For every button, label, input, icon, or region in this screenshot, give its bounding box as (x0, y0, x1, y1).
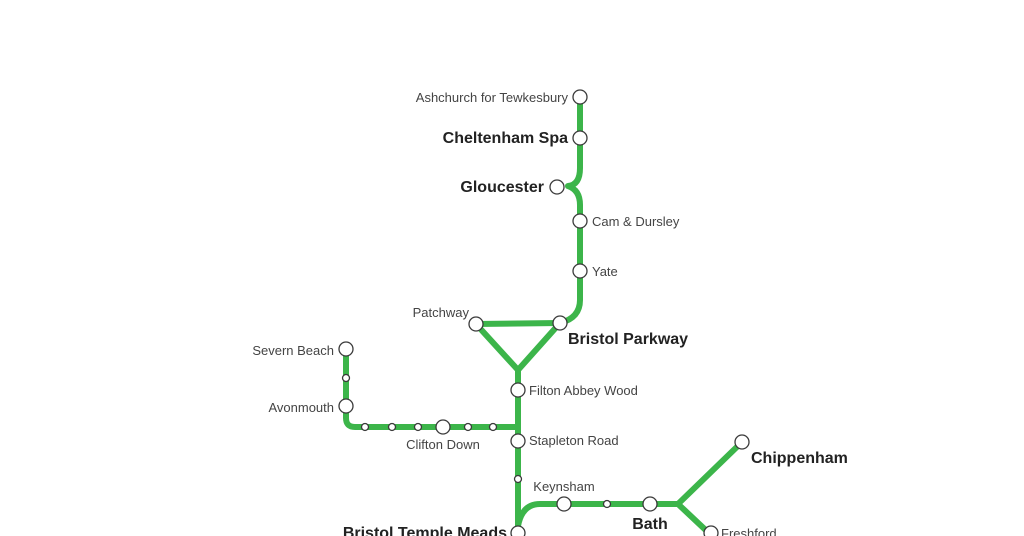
label-avonmouth: Avonmouth (268, 400, 334, 415)
label-bristol-temple-meads: Bristol Temple Meads (343, 525, 507, 536)
route-severn-beach-branch (343, 346, 521, 430)
station-keynsham (556, 496, 572, 512)
minor-stop (360, 422, 370, 432)
label-cam-dursley: Cam & Dursley (592, 214, 680, 229)
minor-stop (341, 373, 351, 383)
label-patchway: Patchway (413, 305, 470, 320)
stations (338, 89, 750, 536)
route-bath-line (515, 501, 681, 529)
label-yate: Yate (592, 264, 618, 279)
label-cheltenham: Cheltenham Spa (443, 130, 568, 147)
station-labels: Ashchurch for Tewkesbury Cheltenham Spa … (252, 90, 848, 536)
label-filton-abbey-wood: Filton Abbey Wood (529, 383, 638, 398)
label-keynsham: Keynsham (533, 479, 594, 494)
label-bath: Bath (632, 516, 668, 533)
station-freshford (703, 525, 719, 536)
station-patchway (468, 316, 484, 332)
station-clifton-down (435, 419, 451, 435)
minor-stop (387, 422, 397, 432)
station-stapleton-road (510, 433, 526, 449)
station-cheltenham (572, 130, 588, 146)
route-north-main (557, 94, 583, 326)
station-bristol-temple-meads (510, 525, 526, 536)
label-stapleton-road: Stapleton Road (529, 433, 619, 448)
route-lines (343, 94, 745, 536)
label-chippenham: Chippenham (751, 450, 848, 467)
route-chippenham-branch (675, 439, 745, 507)
label-bristol-parkway: Bristol Parkway (568, 331, 688, 348)
station-avonmouth (338, 398, 354, 414)
label-freshford: Freshford (721, 526, 777, 536)
minor-stop (413, 422, 423, 432)
station-ashchurch (572, 89, 588, 105)
station-severn-beach (338, 341, 354, 357)
station-cam-dursley (572, 213, 588, 229)
label-severn-beach: Severn Beach (252, 343, 334, 358)
minor-stop (463, 422, 473, 432)
label-ashchurch: Ashchurch for Tewkesbury (416, 90, 569, 105)
station-yate (572, 263, 588, 279)
station-bath (642, 496, 658, 512)
minor-stop (513, 474, 523, 484)
minor-stop (488, 422, 498, 432)
station-gloucester (549, 179, 565, 195)
label-gloucester: Gloucester (460, 179, 544, 196)
minor-stops (341, 373, 612, 509)
station-chippenham (734, 434, 750, 450)
station-filton-abbey-wood (510, 382, 526, 398)
label-clifton-down: Clifton Down (406, 437, 480, 452)
minor-stop (602, 499, 612, 509)
station-bristol-parkway (552, 315, 568, 331)
route-patchway-triangle (473, 320, 563, 373)
